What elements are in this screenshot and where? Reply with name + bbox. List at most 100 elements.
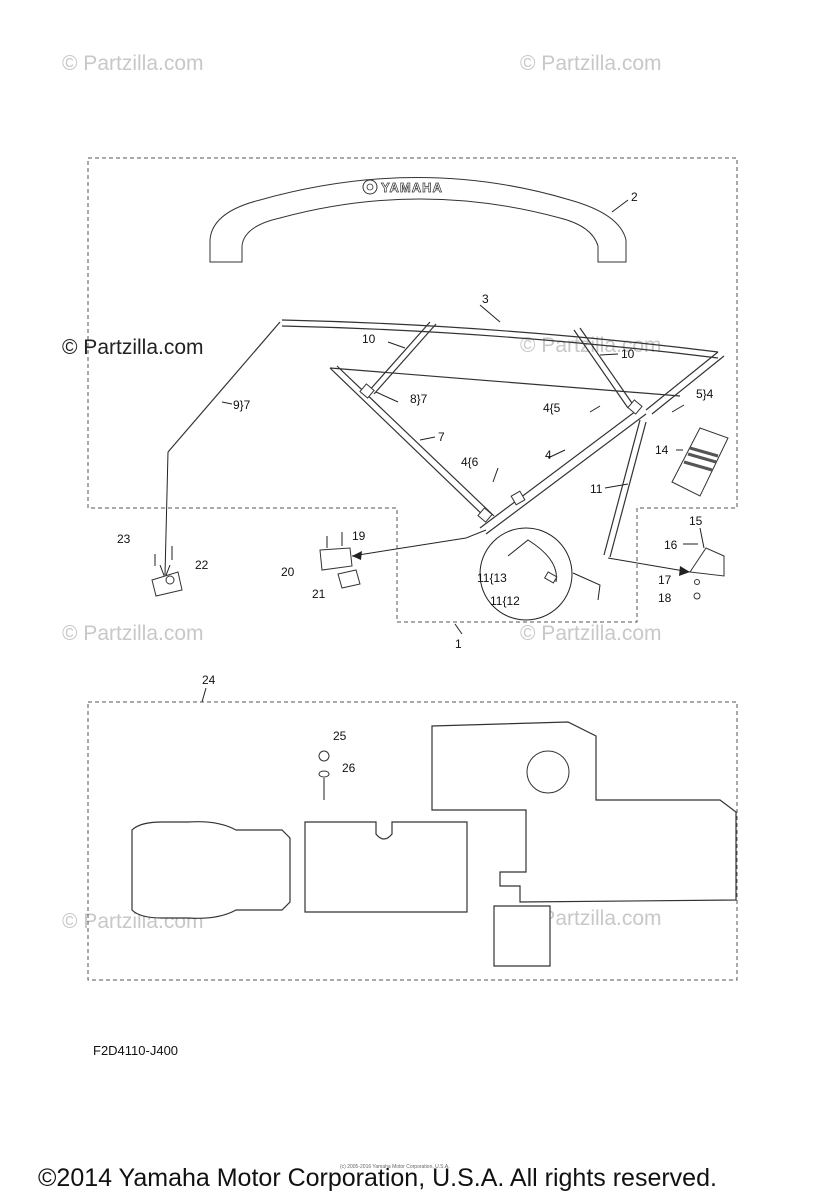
fitting-pivot [165,575,175,585]
callout-17: 17 [658,573,672,587]
callout-4-6: 4{6 [461,455,479,469]
washer-26 [318,770,330,778]
screws-23 [154,546,173,566]
leader-3 [479,304,501,323]
callout-2: 2 [631,190,638,204]
rear-stay-strap [164,451,169,576]
rear-stay-cable [167,321,281,453]
screws-19 [326,532,343,548]
leader-10-right [599,353,619,356]
small-print: (c) 2005-2016 Yamaha Motor Corporation, … [340,1164,450,1170]
bolt-8 [375,391,399,403]
callout-1: 1 [455,637,462,651]
yamaha-logo: YAMAHA [362,179,443,195]
callout-10-left: 10 [362,332,376,346]
snap-25 [318,750,330,762]
leader-24 [201,687,207,703]
frame-cross-rail [329,367,681,397]
callout-3: 3 [482,292,489,306]
watermark-top-left: © Partzilla.com [62,52,204,75]
brace-right-10-edge [579,327,635,407]
watermark-mid-left: © Partzilla.com [62,336,204,359]
mat-right [431,721,737,903]
callout-7: 7 [438,430,445,444]
callout-4-5: 4{5 [543,401,561,415]
right-leg-tube-4-edge [485,413,647,535]
nut-18 [693,592,701,600]
leader-2 [611,199,629,213]
leader-15 [699,527,705,549]
watermark-lower-left: © Partzilla.com [62,622,204,645]
callout-26: 26 [342,761,356,775]
callout-25: 25 [333,729,347,743]
callout-4: 4 [545,448,552,462]
leg-tip [465,529,487,539]
mat-center [304,821,468,913]
mat-small [493,905,551,967]
frame-top-rail [281,319,719,353]
left-leg-tube-7 [329,367,489,521]
joint-right-upper [627,399,643,415]
callout-19: 19 [352,529,366,543]
detail-clip [543,571,558,584]
arrow-line-20 [351,537,467,557]
leader-11 [604,483,629,489]
callout-15: 15 [689,514,703,528]
callout-11-13: 11{13 [477,571,507,585]
bolt-5-right [671,404,685,413]
detail-leader-line [572,572,601,601]
callout-22: 22 [195,558,209,572]
callout-18: 18 [658,591,672,605]
copyright-notice: ©2014 Yamaha Motor Corporation, U.S.A. A… [38,1164,717,1192]
assembly-1-boundary [87,157,738,623]
frame-front-end [645,351,719,411]
callout-11-12: 11{12 [490,594,520,608]
brace-left-10-edge [373,323,437,395]
mat-left [131,821,291,919]
fitting-bracket-15 [689,547,725,577]
leader-7 [419,436,436,441]
caution-label-hatch [683,446,719,472]
front-strut-11-edge [609,421,647,558]
callout-14: 14 [655,443,669,457]
caution-label-14 [671,427,729,497]
watermark-lower-right: © Partzilla.com [520,622,662,645]
leg-collar [510,490,526,506]
bolt-5 [589,405,601,413]
leader-9 [221,401,233,405]
callout-11: 11 [590,482,603,496]
arrow-head-15 [679,566,690,576]
bolt-6 [492,467,499,483]
arrow-line-15 [607,557,691,573]
leader-1 [454,623,463,635]
leader-10-left [387,341,406,349]
callout-20: 20 [281,565,295,579]
callout-9-7: 9}7 [233,398,251,412]
left-leg-tube-7-edge [336,365,495,517]
callout-10-right: 10 [621,347,635,361]
callout-21: 21 [312,587,326,601]
mat-kit-boundary [87,701,738,981]
frame-front-end-edge [651,355,725,415]
right-leg-tube-4 [479,407,641,529]
top-cover-part [209,177,627,263]
frame-top-rail-inner [281,325,719,359]
callout-24: 24 [202,673,216,687]
leader-4 [547,449,566,459]
front-strut-11 [603,419,641,556]
fitting-bracket-22 [151,571,183,597]
watermark-mid-right: © Partzilla.com [520,334,662,357]
joint-lower [477,507,493,523]
brace-right-10 [573,329,629,409]
bracket-20 [319,547,353,571]
diagram-code: F2D4110-J400 [93,1043,178,1058]
detail-circle [479,527,573,621]
arrow-head-20 [352,551,362,560]
knob-21 [337,569,361,589]
callout-23: 23 [117,532,131,546]
watermark-bottom-right: © Partzilla.com [520,907,662,930]
yamaha-brand-text: YAMAHA [381,180,443,195]
callout-16: 16 [664,538,678,552]
